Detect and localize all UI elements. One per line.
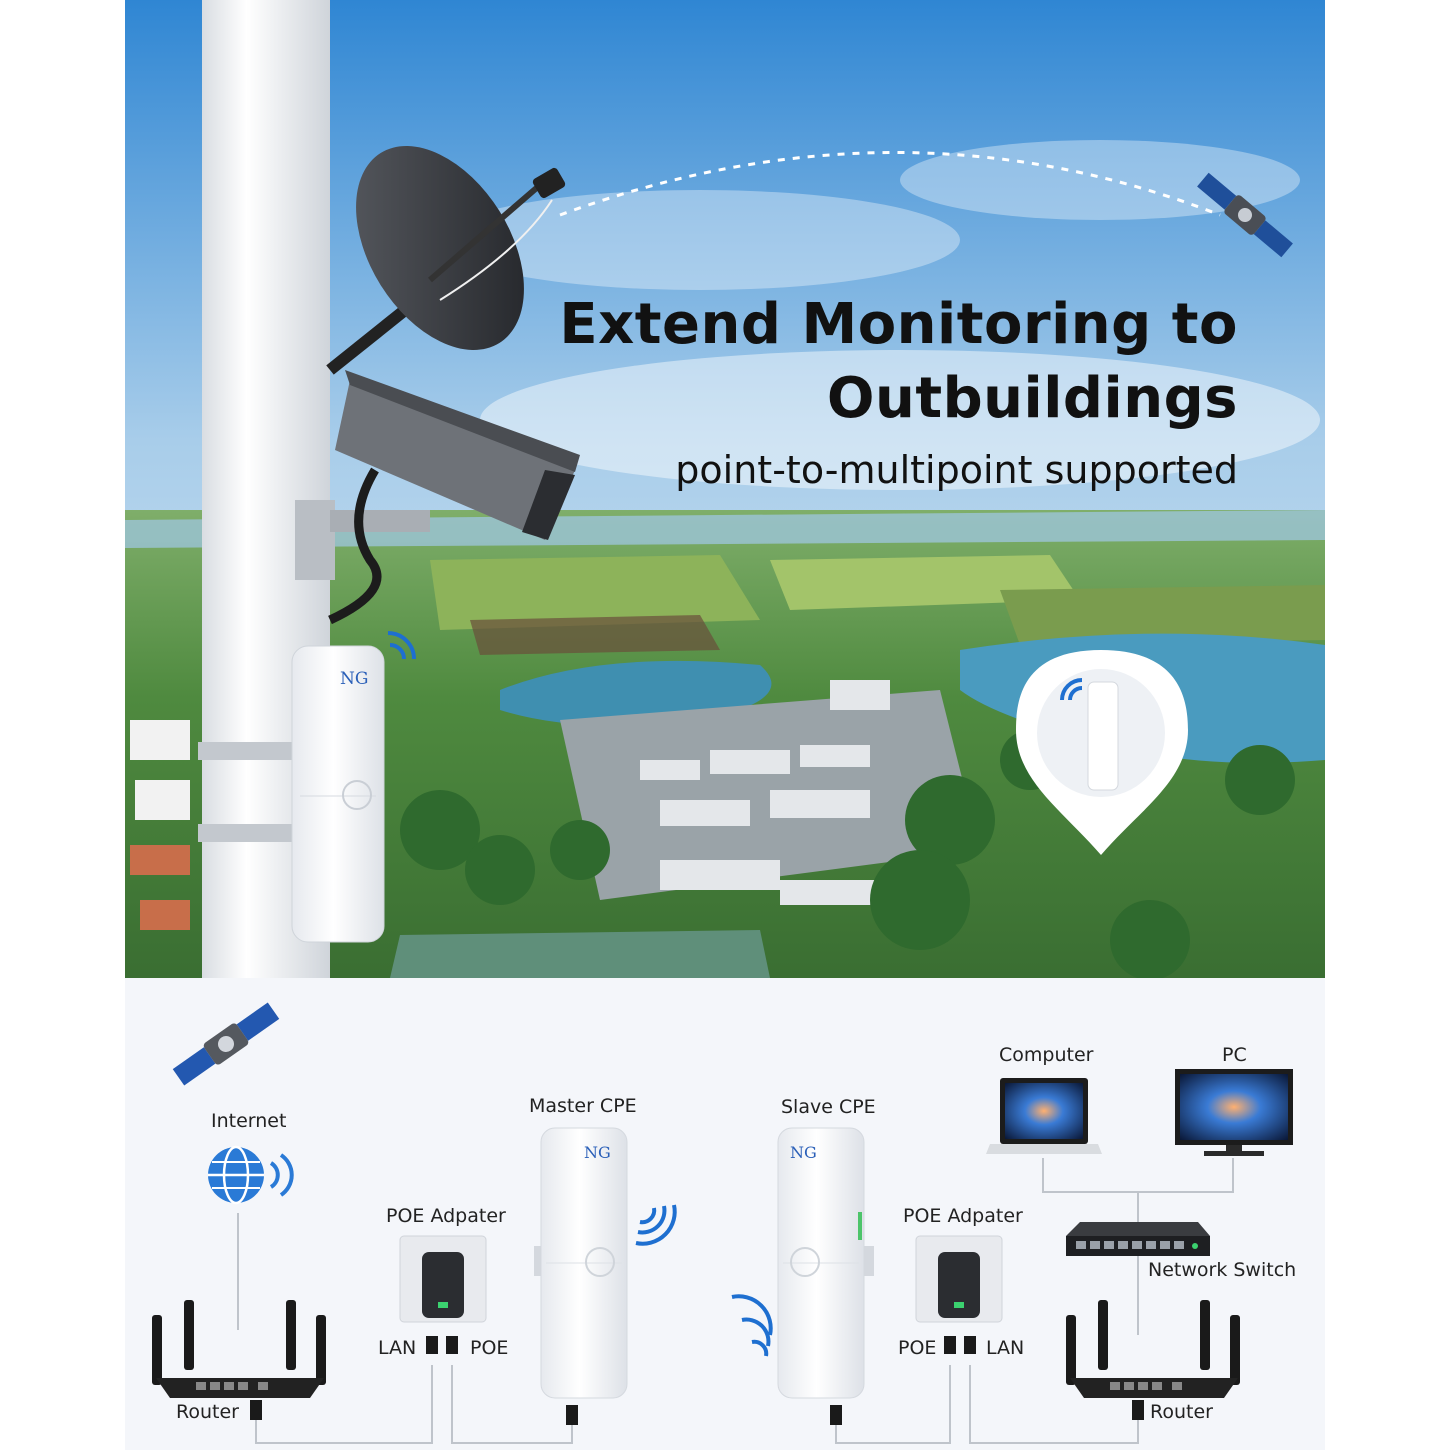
laptop-icon <box>986 1078 1102 1154</box>
label-computer: Computer <box>999 1044 1094 1066</box>
label-router-left: Router <box>176 1401 239 1423</box>
cpe-device-icon: NG <box>731 1127 874 1425</box>
brand-logo: NG <box>340 669 368 689</box>
poe-adapter-icon <box>399 1235 487 1354</box>
label-poe-adapter-right: POE Adpater <box>903 1205 1023 1227</box>
label-poe-right: POE <box>898 1337 937 1359</box>
label-poe-adapter-left: POE Adpater <box>386 1205 506 1227</box>
label-master-cpe: Master CPE <box>529 1095 637 1117</box>
globe-icon <box>208 1145 294 1205</box>
network-switch-icon <box>1066 1222 1210 1256</box>
headline-line-2: Outbuildings <box>826 366 1238 431</box>
label-poe-left: POE <box>470 1337 509 1359</box>
label-pc: PC <box>1222 1044 1247 1066</box>
label-lan-right: LAN <box>986 1337 1025 1359</box>
label-slave-cpe: Slave CPE <box>781 1096 876 1118</box>
router-icon <box>152 1300 326 1420</box>
label-network-switch: Network Switch <box>1148 1259 1297 1281</box>
cable-lines <box>237 1158 1234 1444</box>
network-diagram: NG NG <box>125 978 1325 1450</box>
location-pin-icon <box>1016 650 1188 855</box>
headline-subtitle: point-to-multipoint supported <box>675 448 1238 492</box>
monitor-icon <box>1175 1069 1293 1156</box>
svg-text:NG: NG <box>584 1143 611 1162</box>
headline-line-1: Extend Monitoring to <box>559 292 1238 357</box>
cpe-device-icon: NG <box>198 631 416 943</box>
label-internet: Internet <box>211 1110 287 1132</box>
satellite-icon <box>172 1002 280 1086</box>
router-icon <box>1066 1300 1240 1420</box>
poe-adapter-icon <box>915 1235 1003 1354</box>
satellite-icon <box>1197 172 1293 258</box>
hero-photo <box>125 0 1325 980</box>
satellite-dish-icon <box>326 146 566 375</box>
label-lan-left: LAN <box>378 1337 417 1359</box>
cpe-device-icon: NG <box>534 1127 677 1425</box>
label-router-right: Router <box>1150 1401 1213 1423</box>
svg-text:NG: NG <box>790 1143 817 1162</box>
security-camera-icon <box>295 370 580 625</box>
